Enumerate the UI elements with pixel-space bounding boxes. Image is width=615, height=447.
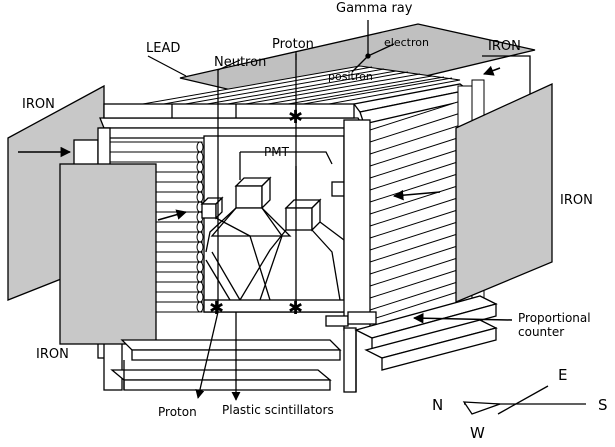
iron-plate-left-front (59, 163, 157, 345)
inner-chamber (200, 135, 351, 313)
compass-west: W (470, 424, 485, 442)
bottom-platform (110, 295, 498, 392)
label-iron-bottom-left: IRON (36, 347, 69, 362)
compass: N E S W (432, 366, 608, 442)
hit-star-bottom-right: ✱ (288, 298, 303, 319)
hit-star-bottom-left: ✱ (209, 298, 224, 319)
label-electron: electron (384, 36, 429, 49)
compass-east: E (558, 366, 567, 384)
hit-star-top: ✱ (288, 107, 303, 128)
compass-north: N (432, 396, 443, 414)
label-iron-top-right: IRON (488, 39, 521, 54)
label-positron: positron (328, 70, 373, 83)
electron-track (367, 43, 395, 57)
label-iron-right: IRON (560, 193, 593, 208)
label-proton-bottom: Proton (158, 405, 197, 419)
label-pmt: PMT (264, 145, 290, 159)
label-plastic-scintillators: Plastic scintillators (222, 403, 334, 417)
hit-markers: ✱ ✱ ✱ (209, 107, 303, 319)
label-proportional-counter-2: counter (518, 325, 564, 339)
right-front-post (343, 119, 371, 393)
label-proton-top: Proton (272, 37, 314, 52)
labels: Gamma ray electron positron LEAD Proton … (22, 1, 593, 419)
label-proportional-counter-1: Proportional (518, 311, 591, 325)
proton-bottom-track (195, 311, 219, 399)
detector-frame (99, 83, 470, 139)
positron-track (351, 55, 369, 73)
iron-arrows (18, 65, 513, 324)
label-iron-left: IRON (22, 97, 55, 112)
label-gamma-ray: Gamma ray (336, 1, 413, 16)
label-lead: LEAD (146, 41, 180, 56)
particle-tracks (195, 20, 395, 401)
compass-south: S (598, 396, 608, 414)
label-pointers (147, 52, 297, 153)
iron-plate-right (455, 82, 553, 303)
iron-plate-right-rear (482, 55, 531, 98)
label-neutron: Neutron (214, 55, 266, 70)
